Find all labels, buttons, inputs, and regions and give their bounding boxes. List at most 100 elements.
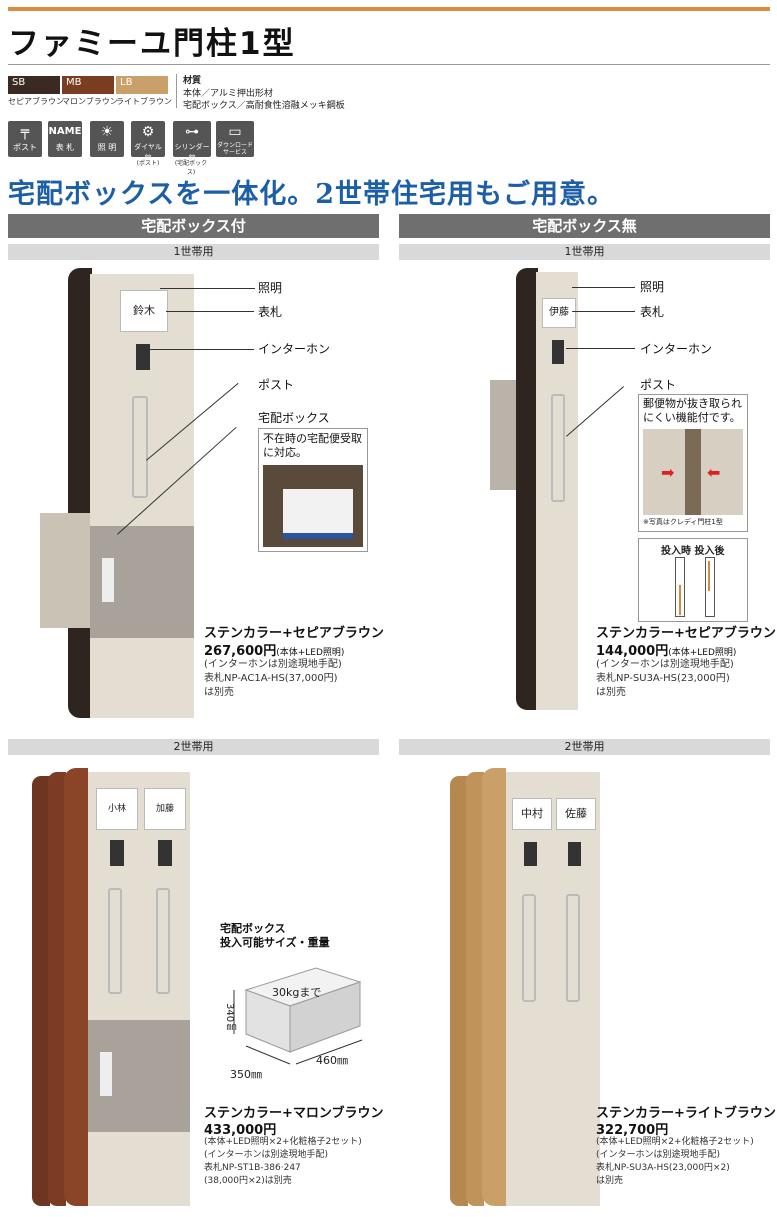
- callout-light-2: 照明: [640, 280, 665, 294]
- insert-before-mail: [679, 585, 681, 615]
- box-size-title: 宅配ボックス 投入可能サイズ・重量: [220, 922, 330, 949]
- post-slot-2: [551, 394, 565, 502]
- post-front-panel-4: [506, 772, 600, 1206]
- product-1-name: ステンカラー+セピアブラウン: [204, 626, 384, 641]
- intercom-2: [552, 340, 564, 364]
- callout-light-1: 照明: [258, 281, 283, 295]
- leader-intercom-2: [566, 348, 635, 349]
- swatch-mb: MB: [62, 76, 114, 94]
- gatepost-illustration-4: 中村 佐藤: [450, 768, 600, 1210]
- nameplate-2: 伊藤: [542, 298, 576, 328]
- callout-intercom-2: インターホン: [640, 342, 713, 356]
- dim-w-line: [245, 1045, 291, 1065]
- callout-nameplate-1: 表札: [258, 305, 283, 319]
- subsection-double-right: 2世帯用: [399, 739, 770, 755]
- arrow-right-icon: ➡: [661, 463, 675, 482]
- swatch-name-lb: ライトブラウン: [116, 97, 172, 106]
- box-dim-h: 340㎜: [224, 1003, 235, 1033]
- callout-post-1: ポスト: [258, 378, 295, 392]
- box-size-diagram: [233, 967, 363, 1065]
- callout-nameplate-2: 表札: [640, 305, 665, 319]
- post-slot-4a: [522, 894, 536, 1002]
- gatepost-illustration-1: 鈴木: [40, 268, 200, 720]
- swatch-name-sb: セピアブラウン: [8, 97, 64, 106]
- product-2-price: 144,000円(本体+LED照明): [596, 644, 737, 659]
- inset-antitheft: 郵便物が抜き取られにくい機能付です。 ➡ ⬅ ※写真はクレディ門柱1型: [638, 394, 748, 532]
- swatch-lb: LB: [116, 76, 168, 94]
- inset-absent-photo: [263, 465, 363, 547]
- dial-lock-icon: ⚙: [141, 124, 155, 140]
- lattice-1: [32, 776, 50, 1206]
- subsection-double-left: 2世帯用: [8, 739, 379, 755]
- feature-cylinder-lock: ⊶ シリンダー錠: [173, 121, 211, 162]
- post-icon: ╤: [20, 124, 30, 140]
- leader-nameplate-2: [572, 311, 635, 312]
- product-4-notes: (本体+LED照明×2+化粧格子2セット) (インターホンは別途現地手配) 表札…: [596, 1137, 754, 1186]
- nameplate-icon: NAME: [48, 126, 82, 137]
- top-accent-bar: [8, 7, 770, 11]
- nameplate-4b: 佐藤: [556, 798, 596, 830]
- leader-light-2: [572, 287, 635, 288]
- inset-antitheft-note: ※写真はクレディ門柱1型: [643, 518, 723, 526]
- subsection-single-left: 1世帯用: [8, 244, 379, 260]
- box-side-unit: [40, 513, 95, 628]
- inset-insert-diagram: 投入時 投入後: [638, 538, 748, 622]
- product-1-notes: (インターホンは別途現地手配) 表札NP-AC1A-HS(37,000円) は別…: [204, 659, 342, 698]
- box-weight: 30kgまで: [272, 986, 322, 999]
- material-title: 材質: [183, 76, 202, 86]
- post-front-panel-3: [88, 772, 190, 1206]
- swatch-sb: SB: [8, 76, 60, 94]
- intercom-3b: [158, 840, 172, 866]
- section-with-box: 宅配ボックス付: [8, 214, 379, 238]
- inset-absent: 不在時の宅配便受取に対応。: [258, 428, 368, 552]
- arrow-left-icon: ⬅: [707, 463, 721, 482]
- gatepost-illustration-3: 小林 加藤: [32, 768, 192, 1210]
- cylinder-lock-icon: ⊶: [185, 124, 199, 140]
- catch-copy: 宅配ボックスを一体化。2世帯住宅用もご用意。: [8, 179, 615, 210]
- dim-d-line: [295, 1039, 363, 1065]
- intercom-4a: [524, 842, 537, 866]
- inset-antitheft-photo: ➡ ⬅: [643, 429, 743, 515]
- insert-labels: 投入時 投入後: [661, 546, 725, 557]
- inset-antitheft-text: 郵便物が抜き取られにくい機能付です。: [643, 397, 742, 424]
- leader-intercom-1: [150, 349, 254, 350]
- intercom-1: [136, 344, 150, 370]
- insert-after-slot: [705, 557, 715, 617]
- lattice-2: [48, 772, 66, 1206]
- product-4-name: ステンカラー+ライトブラウン: [596, 1106, 776, 1121]
- box-right-face: [289, 981, 361, 1053]
- feature-nameplate: NAME 表 札: [48, 121, 82, 157]
- subsection-single-right: 1世帯用: [399, 244, 770, 260]
- insert-after-mail: [708, 561, 710, 591]
- nameplate-3a: 小林: [96, 788, 138, 830]
- leader-nameplate-1: [166, 311, 254, 312]
- post-slot-4b: [566, 894, 580, 1002]
- light-icon: ☀: [100, 124, 114, 140]
- product-3-name: ステンカラー+マロンブラウン: [204, 1106, 384, 1121]
- section-without-box: 宅配ボックス無: [399, 214, 770, 238]
- post-slot-3a: [108, 888, 122, 994]
- product-2-name: ステンカラー+セピアブラウン: [596, 626, 776, 641]
- post-slot-1: [132, 396, 148, 498]
- box-dim-w: 350㎜: [230, 1068, 262, 1081]
- delivery-box-lock-1: [102, 558, 114, 602]
- box-dim-d: 460㎜: [316, 1054, 348, 1067]
- lattice-4b: [466, 772, 484, 1206]
- product-3-price: 433,000円: [204, 1123, 277, 1138]
- product-1-price: 267,600円(本体+LED照明): [204, 644, 345, 659]
- feature-dial-lock: ⚙ ダイヤル錠: [131, 121, 165, 162]
- lattice-3: [64, 768, 88, 1206]
- callout-post-2: ポスト: [640, 378, 677, 392]
- material-line-1: 本体／アルミ押出形材: [183, 89, 273, 99]
- feature-light: ☀ 照 明: [90, 121, 124, 157]
- title-divider: [8, 64, 770, 65]
- nameplate-1: 鈴木: [120, 290, 168, 332]
- product-2-notes: (インターホンは別途現地手配) 表札NP-SU3A-HS(23,000円) は別…: [596, 659, 734, 698]
- feature-download: ▭ ダウンロード サービス: [216, 121, 254, 157]
- feature-cylinder-lock-sub: (宅配ボックス): [174, 160, 208, 176]
- product-3-notes: (本体+LED照明×2+化粧格子2セット) (インターホンは別途現地手配) 表札…: [204, 1137, 362, 1186]
- intercom-3a: [110, 840, 124, 866]
- callout-box-1: 宅配ボックス: [258, 411, 330, 425]
- material-line-2: 宅配ボックス／高耐食性溶融メッキ鋼板: [183, 101, 345, 111]
- feature-post: ╤ ポスト: [8, 121, 42, 157]
